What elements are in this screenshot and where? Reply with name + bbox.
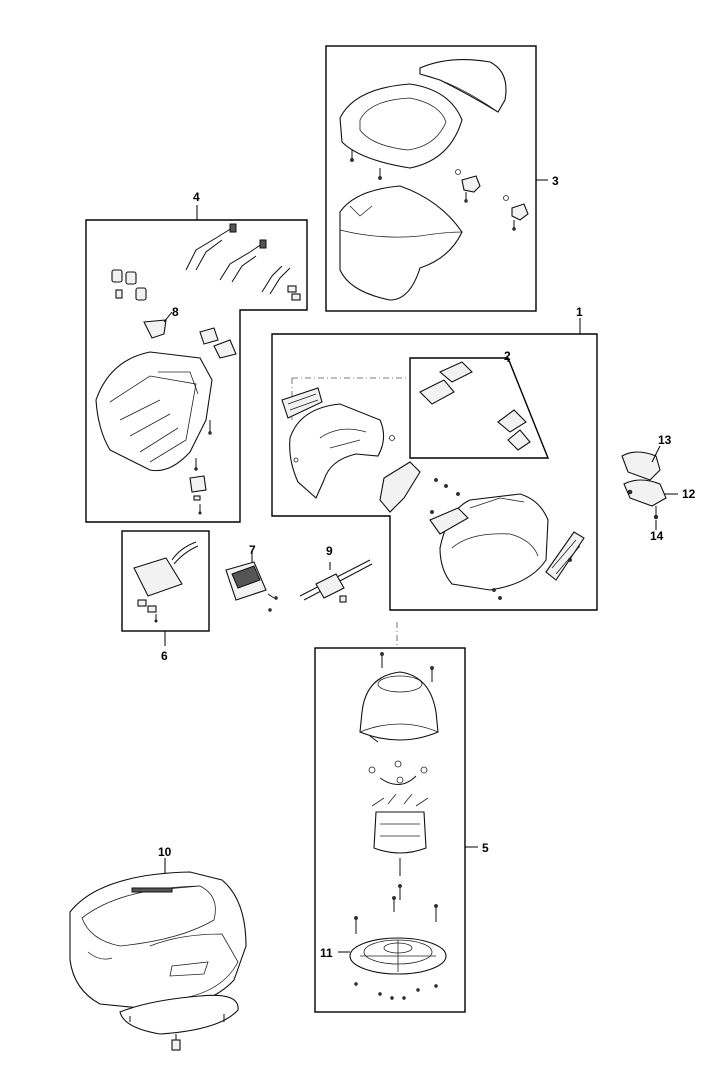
clip-right — [511, 203, 529, 221]
callout-2: 2 — [504, 349, 511, 363]
callout-5: 5 — [482, 841, 489, 855]
callout-12: 12 — [682, 487, 696, 501]
clip-left — [461, 175, 481, 193]
items-12-14: 13 12 14 — [621, 433, 696, 543]
part-12-bracket — [623, 479, 667, 507]
group-4-collection-box-assembly: 4 8 — [85, 190, 308, 523]
cable-2 — [219, 243, 263, 281]
pad-4 — [507, 429, 531, 451]
group-3-box — [325, 45, 537, 312]
center-bracket — [379, 461, 421, 513]
group-2-box — [409, 357, 550, 459]
pad-1 — [419, 379, 455, 405]
collection-box-body — [95, 351, 213, 472]
battery-pack — [133, 557, 183, 597]
callout-6: 6 — [161, 649, 168, 663]
group-6-battery-assembly: 6 — [121, 530, 210, 663]
group-5-motor-assembly: 5 11 — [314, 622, 489, 1013]
callout-13: 13 — [658, 433, 672, 447]
mower-body — [69, 871, 247, 1011]
callout-3: 3 — [552, 174, 559, 188]
group-3-top-cover-assembly: 3 — [325, 45, 559, 312]
part-7-module: 7 — [225, 543, 278, 612]
group-1-chassis-assembly: 1 2 — [271, 305, 598, 611]
pad-2 — [438, 361, 473, 383]
top-lid — [419, 59, 507, 113]
callout-7: 7 — [249, 543, 256, 557]
electric-motor — [373, 811, 427, 854]
callout-10: 10 — [158, 845, 172, 859]
callout-9: 9 — [326, 544, 333, 558]
callout-8: 8 — [172, 305, 179, 319]
lower-shell — [339, 185, 463, 301]
callout-11: 11 — [320, 946, 333, 960]
part-10-complete-mower: 10 — [69, 845, 247, 1051]
part-9-sensor: 9 — [299, 544, 373, 603]
hinge-piece — [429, 507, 469, 535]
motor-cover — [359, 671, 439, 741]
group-5-box — [314, 647, 466, 1013]
callout-1: 1 — [576, 305, 583, 319]
callout-4: 4 — [193, 190, 200, 204]
group-4-box — [85, 219, 308, 523]
group-1-box — [271, 333, 598, 611]
vent-grille-right — [545, 531, 585, 581]
housing-left — [289, 403, 385, 499]
part-13-cap — [621, 451, 661, 481]
cable-3 — [261, 265, 283, 293]
pad-3 — [497, 409, 527, 433]
part-8-knob — [143, 319, 167, 339]
callout-14: 14 — [650, 529, 664, 543]
cable-1 — [185, 227, 233, 271]
